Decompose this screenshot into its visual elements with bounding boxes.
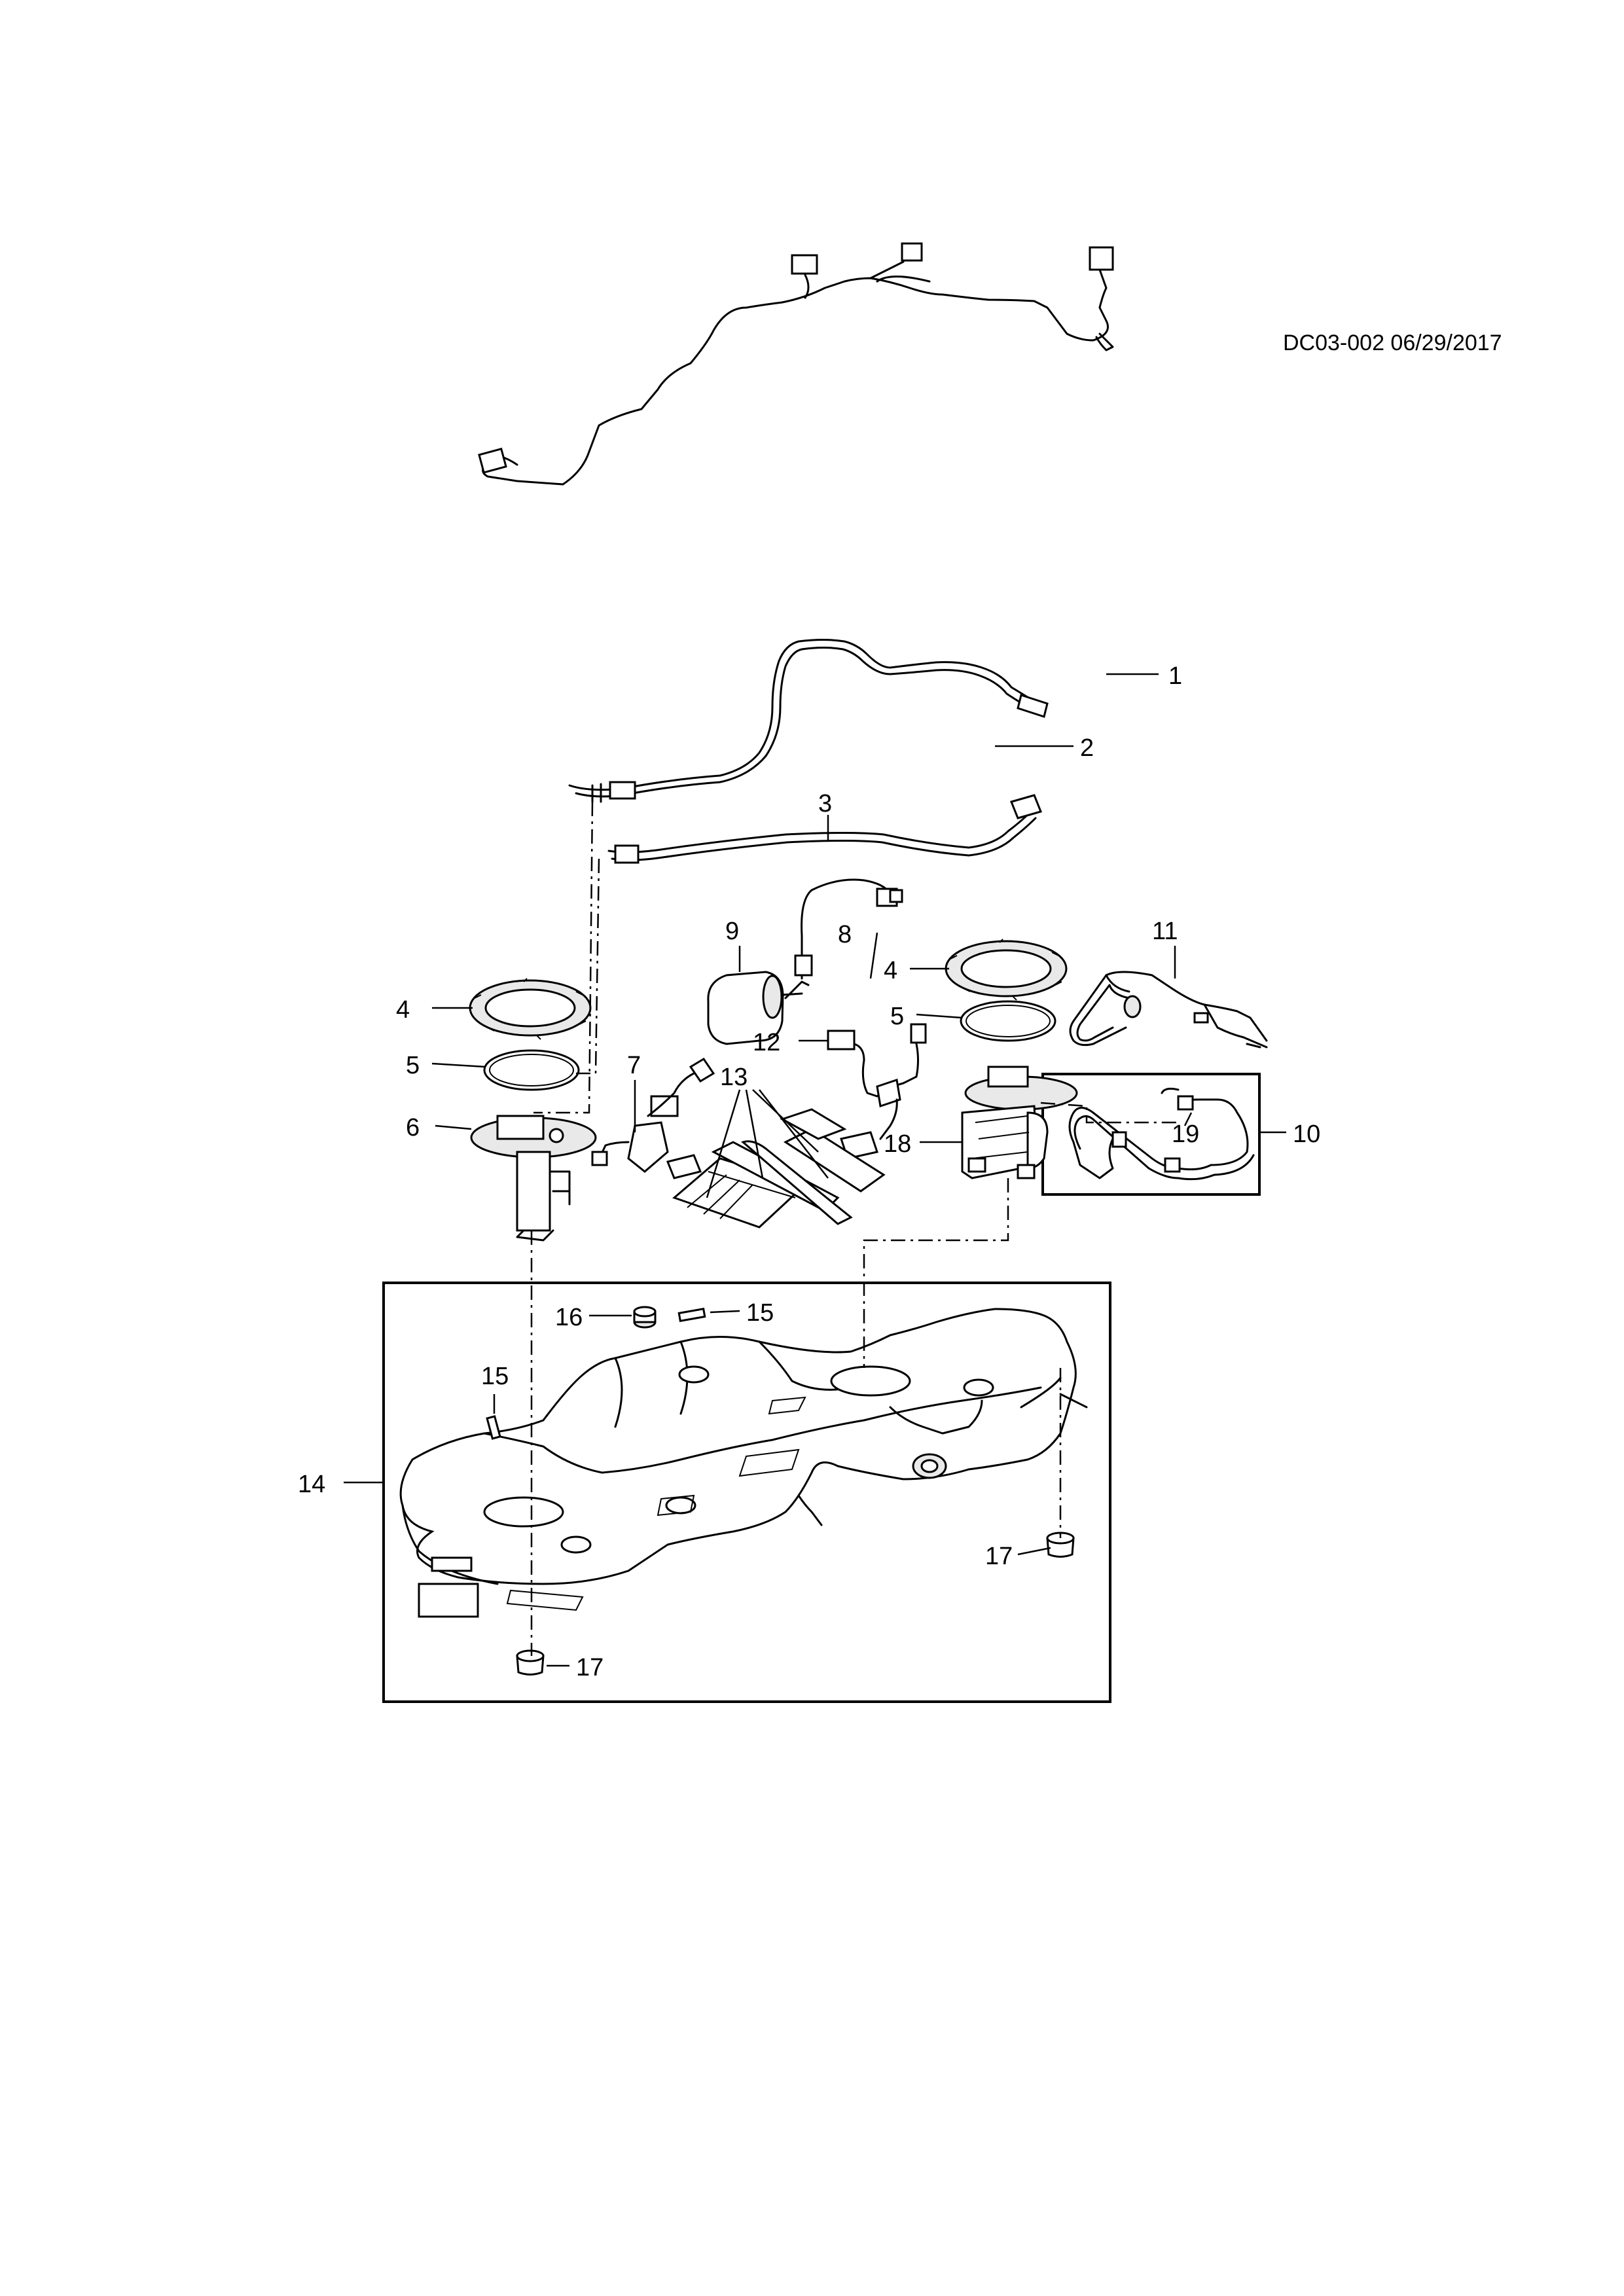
- callout-6: 6: [406, 1114, 420, 1141]
- callout-2: 2: [1080, 734, 1094, 762]
- callout-18: 18: [884, 1130, 911, 1158]
- callout-11: 11: [1152, 918, 1178, 945]
- callout-5-right: 5: [890, 1003, 904, 1030]
- assembly-lines: [530, 801, 1178, 1656]
- filter-canister-icon: [707, 971, 803, 1045]
- callout-3: 3: [818, 790, 832, 817]
- lock-ring-icon: [945, 939, 1068, 1001]
- connector-harness-icon: [827, 1023, 927, 1160]
- callout-labels: 1 2 3 4 4 5 5 6 7 8 9 10 11 12 13 14 15 …: [298, 662, 1320, 1681]
- document-code: DC03-002 06/29/2017: [1283, 331, 1502, 355]
- callout-7: 7: [627, 1052, 641, 1079]
- callout-5-left: 5: [406, 1052, 420, 1079]
- callout-1: 1: [1168, 662, 1182, 690]
- callout-13: 13: [720, 1064, 748, 1091]
- callout-14: 14: [298, 1471, 325, 1498]
- callout-15-left: 15: [481, 1363, 509, 1390]
- callout-9: 9: [725, 918, 739, 945]
- callout-8: 8: [838, 921, 852, 948]
- callout-12: 12: [753, 1029, 780, 1056]
- leader-lines: [344, 673, 1286, 1667]
- pin-icon: [486, 1308, 706, 1440]
- heat-shield-icon: [672, 1108, 886, 1229]
- lock-ring-icon: [469, 978, 592, 1040]
- fuel-line-icon: [568, 639, 1049, 803]
- callout-4-left: 4: [396, 996, 410, 1024]
- callout-15-top: 15: [746, 1299, 774, 1327]
- callout-17-left: 17: [576, 1654, 604, 1681]
- fuel-pump-module-icon: [961, 1066, 1078, 1179]
- vent-hose-icon: [1069, 971, 1268, 1049]
- wiring-harness-icon: [478, 242, 1114, 486]
- fuel-sender-icon: [470, 1115, 597, 1242]
- fuel-tank-icon: [382, 1282, 1111, 1703]
- sensor-harness-icon: [591, 1057, 715, 1179]
- callout-4-right: 4: [884, 957, 897, 984]
- grommet-icon: [633, 1306, 657, 1329]
- bumper-icon: [516, 1532, 1075, 1676]
- sensor-wire-icon: [784, 878, 903, 999]
- seal-ring-icon: [960, 1000, 1056, 1042]
- fuel-line-icon: [607, 794, 1043, 864]
- callout-10: 10: [1293, 1121, 1320, 1148]
- seal-ring-icon: [483, 1049, 580, 1091]
- callout-16: 16: [555, 1304, 583, 1331]
- callout-17-right: 17: [985, 1543, 1013, 1570]
- callout-19: 19: [1172, 1121, 1199, 1148]
